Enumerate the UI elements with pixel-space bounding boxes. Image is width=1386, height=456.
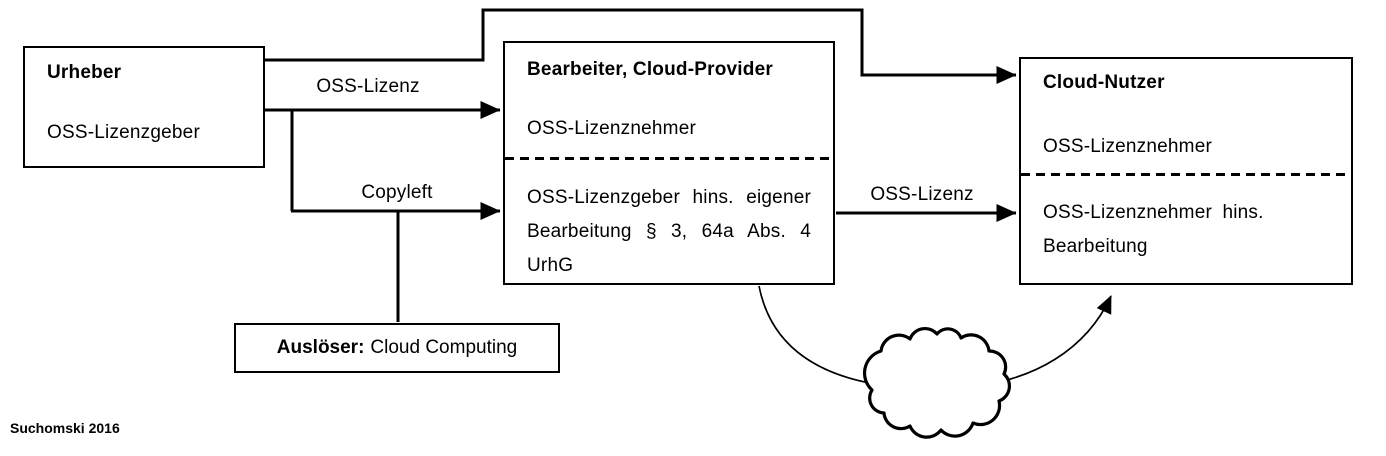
ausloeser-label-text: Cloud Computing [370,337,518,358]
bearbeiter-box: Bearbeiter, Cloud-Provider OSS-Lizenzneh… [503,41,835,285]
cloud-nutzer-role-bottom-text: OSS-Lizenznehmer hins. Bearbeitung [1043,202,1264,257]
bearbeiter-role-top-text: OSS-Lizenznehmer [527,118,696,139]
bearbeiter-role-bottom-text: OSS-Lizenzgeber hins. eigener Bearbeitun… [527,187,811,276]
ausloeser-box-label: Auslöser: Cloud Computing [277,337,517,359]
ausloeser-label-prefix: Auslöser: [276,337,365,358]
credit-text: Suchomski 2016 [10,420,120,436]
dashed-divider [1021,173,1351,176]
urheber-role-text: OSS-Lizenzgeber [47,122,200,143]
oss-lizenz-label-1: OSS-Lizenz [316,76,420,97]
bearbeiter-box-title: Bearbeiter, Cloud-Provider [527,59,773,80]
copyleft-label: Copyleft [361,182,433,203]
cloud-nutzer-box-title: Cloud-Nutzer [1043,72,1165,93]
urheber-box-title: Urheber [47,62,122,83]
dashed-divider [505,157,833,160]
cloud-nutzer-box: Cloud-Nutzer OSS-Lizenznehmer OSS-Lizenz… [1019,57,1353,285]
urheber-box: Urheber OSS-Lizenzgeber [23,46,265,168]
ausloeser-box: Auslöser: Cloud Computing [234,323,560,373]
cloud-icon [862,326,1012,439]
top-route-arrow [265,8,1017,84]
cloud-nutzer-role-top-text: OSS-Lizenznehmer [1043,136,1212,157]
oss-lizenz-label-2: OSS-Lizenz [870,184,974,205]
